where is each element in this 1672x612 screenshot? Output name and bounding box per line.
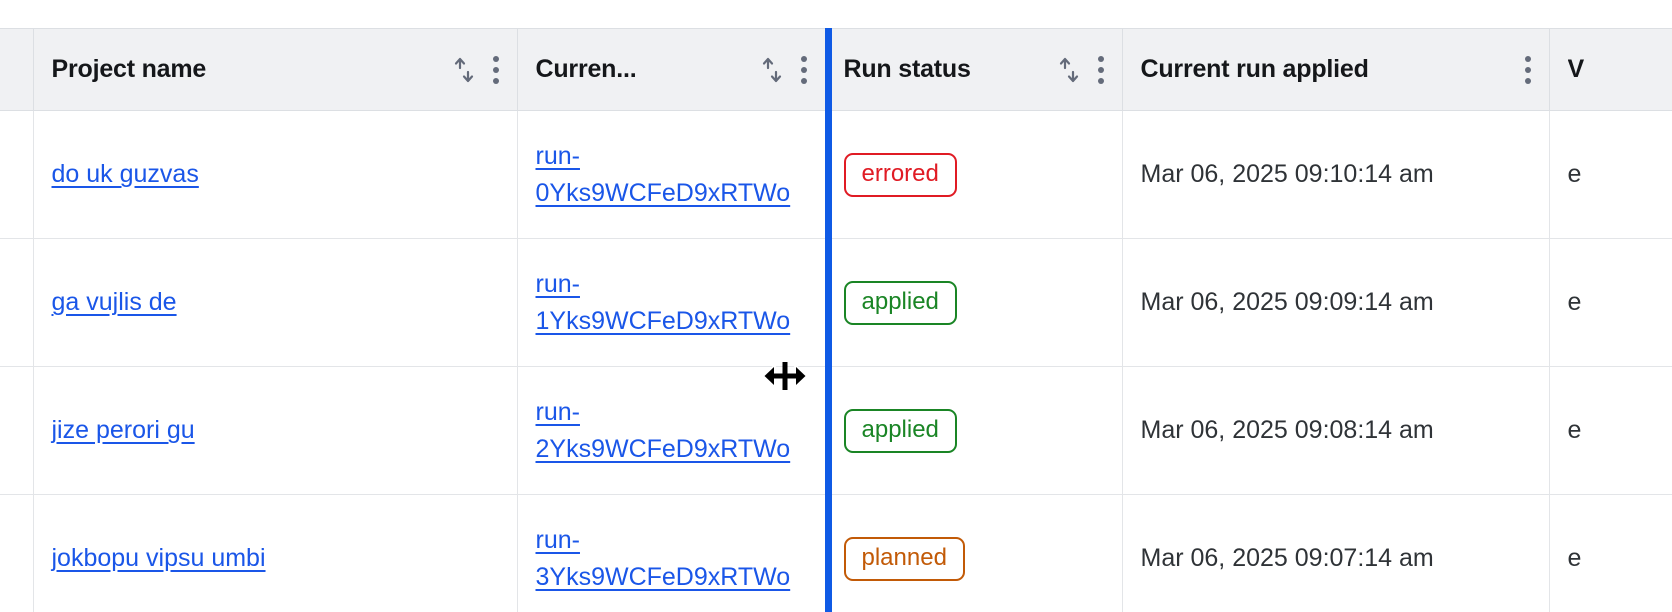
table-body: do uk guzvas run-0Yks9WCFeD9xRTWo errore…: [0, 110, 1672, 612]
cell-current-run-applied: Mar 06, 2025 09:07:14 am: [1122, 494, 1550, 612]
projects-table: Project name: [0, 28, 1672, 612]
cell-current-run-applied: Mar 06, 2025 09:08:14 am: [1122, 366, 1550, 495]
cell-run-status: applied: [825, 238, 1123, 367]
cell-current-run: run-2Yks9WCFeD9xRTWo: [517, 366, 826, 495]
cell-clipped: e: [1549, 238, 1672, 367]
cell-current-run: run-1Yks9WCFeD9xRTWo: [517, 238, 826, 367]
column-header-selector[interactable]: [0, 28, 34, 111]
clipped-cell-text: e: [1567, 416, 1582, 444]
row-selector-cell[interactable]: [0, 494, 34, 612]
table-row[interactable]: do uk guzvas run-0Yks9WCFeD9xRTWo errore…: [0, 110, 1672, 239]
clipped-cell-text: e: [1567, 544, 1582, 572]
table-row[interactable]: ga vujlis de run-1Yks9WCFeD9xRTWo applie…: [0, 238, 1672, 367]
status-badge: applied: [843, 408, 957, 453]
current-run-link[interactable]: run-3Yks9WCFeD9xRTWo: [535, 526, 791, 591]
status-badge: errored: [843, 152, 957, 197]
row-selector-cell[interactable]: [0, 366, 34, 495]
cell-project-name: jokbopu vipsu umbi: [33, 494, 518, 612]
column-header-label-run-status: Run status: [843, 55, 971, 83]
project-name-link[interactable]: jokbopu vipsu umbi: [51, 544, 266, 573]
current-run-applied-timestamp: Mar 06, 2025 09:09:14 am: [1140, 288, 1434, 316]
cell-current-run: run-0Yks9WCFeD9xRTWo: [517, 110, 826, 239]
cell-project-name: do uk guzvas: [33, 110, 518, 239]
cell-run-status: applied: [825, 366, 1123, 495]
cell-current-run-applied: Mar 06, 2025 09:10:14 am: [1122, 110, 1550, 239]
project-name-link[interactable]: do uk guzvas: [51, 160, 199, 189]
table-scroll-container[interactable]: Project name: [0, 28, 1672, 612]
column-header-project-name[interactable]: Project name: [33, 28, 518, 111]
cell-current-run-applied: Mar 06, 2025 09:09:14 am: [1122, 238, 1550, 367]
column-menu-kebab-icon[interactable]: [1524, 55, 1531, 84]
column-header-label-clipped: V: [1567, 55, 1584, 83]
cell-run-status: planned: [825, 494, 1123, 612]
column-menu-kebab-icon[interactable]: [800, 55, 807, 84]
sort-arrows-icon[interactable]: [451, 55, 477, 85]
column-header-label-current-run-applied: Current run applied: [1140, 55, 1369, 83]
project-name-link[interactable]: ga vujlis de: [51, 288, 177, 317]
cell-project-name: ga vujlis de: [33, 238, 518, 367]
column-menu-kebab-icon[interactable]: [1097, 55, 1104, 84]
table-header: Project name: [0, 28, 1672, 111]
status-badge: planned: [843, 536, 965, 581]
clipped-cell-text: e: [1567, 160, 1582, 188]
column-header-run-status[interactable]: Run status: [825, 28, 1123, 111]
cell-clipped: e: [1549, 366, 1672, 495]
cell-clipped: e: [1549, 110, 1672, 239]
row-selector-cell[interactable]: [0, 238, 34, 367]
sort-arrows-icon[interactable]: [759, 55, 785, 85]
cell-run-status: errored: [825, 110, 1123, 239]
project-name-link[interactable]: jize perori gu: [51, 416, 195, 445]
cell-clipped: e: [1549, 494, 1672, 612]
column-menu-kebab-icon[interactable]: [492, 55, 499, 84]
table-row[interactable]: jize perori gu run-2Yks9WCFeD9xRTWo appl…: [0, 366, 1672, 495]
current-run-applied-timestamp: Mar 06, 2025 09:10:14 am: [1140, 160, 1434, 188]
clipped-cell-text: e: [1567, 288, 1582, 316]
column-header-label-current-run: Curren...: [535, 55, 637, 83]
row-selector-cell[interactable]: [0, 110, 34, 239]
current-run-link[interactable]: run-2Yks9WCFeD9xRTWo: [535, 398, 791, 463]
column-header-clipped[interactable]: V: [1549, 28, 1672, 111]
current-run-applied-timestamp: Mar 06, 2025 09:07:14 am: [1140, 544, 1434, 572]
sort-arrows-icon[interactable]: [1056, 55, 1082, 85]
cell-current-run: run-3Yks9WCFeD9xRTWo: [517, 494, 826, 612]
current-run-link[interactable]: run-0Yks9WCFeD9xRTWo: [535, 142, 791, 207]
table-row[interactable]: jokbopu vipsu umbi run-3Yks9WCFeD9xRTWo …: [0, 494, 1672, 612]
column-header-label-project-name: Project name: [51, 55, 207, 83]
current-run-applied-timestamp: Mar 06, 2025 09:08:14 am: [1140, 416, 1434, 444]
column-header-current-run-applied[interactable]: Current run applied: [1122, 28, 1550, 111]
table-top-gutter: [0, 0, 1672, 28]
column-header-current-run[interactable]: Curren...: [517, 28, 826, 111]
header-row: Project name: [0, 28, 1672, 111]
cell-project-name: jize perori gu: [33, 366, 518, 495]
current-run-link[interactable]: run-1Yks9WCFeD9xRTWo: [535, 270, 791, 335]
status-badge: applied: [843, 280, 957, 325]
